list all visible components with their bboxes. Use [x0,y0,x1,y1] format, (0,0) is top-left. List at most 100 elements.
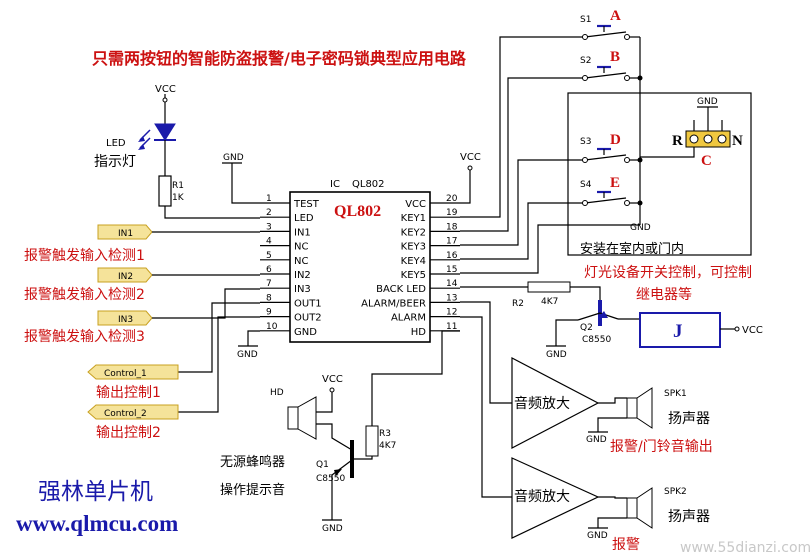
ic-pin-number: 12 [446,308,457,318]
ic-part-number: QL802 [352,179,385,190]
ic-pin-name: LED [294,213,314,224]
test-gnd: GND [222,153,260,204]
output-tag-1: Control_1 [104,369,147,379]
ic-pin-number: 1 [266,194,272,204]
switch-s2-letter: B [610,49,620,65]
connector-n: N [732,133,743,149]
ic-pin-number: 3 [266,222,272,232]
r2-value: 4K7 [541,297,558,307]
ic-pin-name: NC [294,256,308,267]
ic-pin-name: VCC [405,199,426,210]
rcn-connector: GND R C N [640,97,743,169]
ic-pin-name: HD [411,327,427,338]
r3-value: 4K7 [379,441,396,451]
amp2-caption: 报警 [612,537,640,553]
ic-pin-name: OUT2 [294,313,322,324]
spk2-ref: SPK2 [664,487,687,497]
ic-pin-name: GND [294,327,317,338]
gnd-label: GND [546,350,567,360]
ic-pin-number: 10 [266,322,278,332]
ic-right-pins: 20VCC19KEY118KEY217KEY316KEY415KEY514BAC… [361,194,460,338]
ic-pin-number: 19 [446,208,458,218]
switch-s3-letter: D [610,132,621,148]
ic-pin-number: 9 [266,308,272,318]
q1-ref: Q1 [316,460,329,470]
ic-pin-name: IN2 [294,270,311,281]
ic-pin-name: IN1 [294,227,311,238]
switch-s1[interactable] [584,31,627,38]
amplifier-2: 音频放大 GND SPK2 扬声器 报警 [460,316,710,553]
ic-pin-number: 17 [446,237,457,247]
switch-s4-letter: E [610,175,620,191]
switch-s3[interactable] [584,154,627,161]
brand-url: www.qlmcu.com [16,511,178,536]
r1-ref: R1 [172,181,184,191]
relay-driver: R2 4K7 GND Q2 C8550 J VCC 灯光设备开关控制，可控制 继… [460,264,763,360]
buzzer-note-line1: 无源蜂鸣器 [220,454,285,470]
output-caption-2: 输出控制2 [96,425,161,441]
spk2-name: 扬声器 [668,509,710,525]
output-tag-2: Control_2 [104,409,147,419]
relay-label: J [673,321,683,342]
indoor-note: 安装在室内或门内 [580,241,684,257]
switch-s1-ref: S1 [580,15,591,25]
input-caption-2: 报警触发输入检测2 [24,287,145,303]
ic-pin-number: 11 [446,322,457,332]
ic-pin-name: TEST [293,199,320,210]
amp-triangle-1 [511,357,600,449]
relay-j [639,312,721,348]
ic-pin-name: KEY2 [401,227,426,238]
ic-pin-number: 13 [446,293,457,303]
indoor-box [567,92,752,256]
ic-pin-number: 4 [266,237,272,247]
ic-pin-name: KEY1 [401,213,426,224]
r1-value: 1K [172,193,185,203]
buzzer-section: HD VCC GND Q1 C8550 R3 4K7 无源蜂鸣器 操作提示音 [220,330,460,534]
relay-note-line2: 继电器等 [636,286,692,303]
ic-pin-number: 16 [446,251,458,261]
connector-c: C [701,153,712,169]
switch-s4[interactable] [584,197,627,204]
ic-pin-name: ALARM [391,313,426,324]
key-switches: S1 A S2 B S3 D S4 E [460,8,651,274]
input-caption-3: 报警触发输入检测3 [24,329,145,345]
ic-ref: IC [330,179,340,190]
amp-triangle-2 [511,457,600,539]
amplifier-1: 音频放大 GND SPK1 扬声器 报警/门铃音输出 [460,301,713,455]
speaker-1 [626,397,638,419]
vcc-label: VCC [742,325,763,336]
gnd-label: GND [237,350,258,360]
speaker-2 [626,497,638,519]
ic-pin-name: KEY4 [401,256,426,267]
amp-label-1: 音频放大 [514,395,570,412]
ic-pin-name: BACK LED [376,284,426,295]
spk1-name: 扬声器 [668,411,710,427]
ic-pin-name: OUT1 [294,298,322,309]
r2-ref: R2 [512,299,524,309]
amp1-caption: 报警/门铃音输出 [610,438,713,455]
q1-part: C8550 [316,474,345,484]
gnd-label: GND [630,223,651,233]
q2-ref: Q2 [580,323,593,333]
ic-pin-number: 7 [266,279,272,289]
ic-pin-number: 5 [266,251,272,261]
vcc-label: VCC [322,374,343,385]
ic-pin-number: 15 [446,265,457,275]
connector-r: R [672,133,683,149]
switch-s2[interactable] [584,72,627,79]
input-tag-2: IN2 [118,272,133,282]
resistor-r3 [365,425,379,457]
ic-pin-name: ALARM/BEER [361,298,426,309]
output-caption-1: 输出控制1 [96,385,161,401]
vcc-label: VCC [460,152,481,163]
q2-part: C8550 [582,335,611,345]
